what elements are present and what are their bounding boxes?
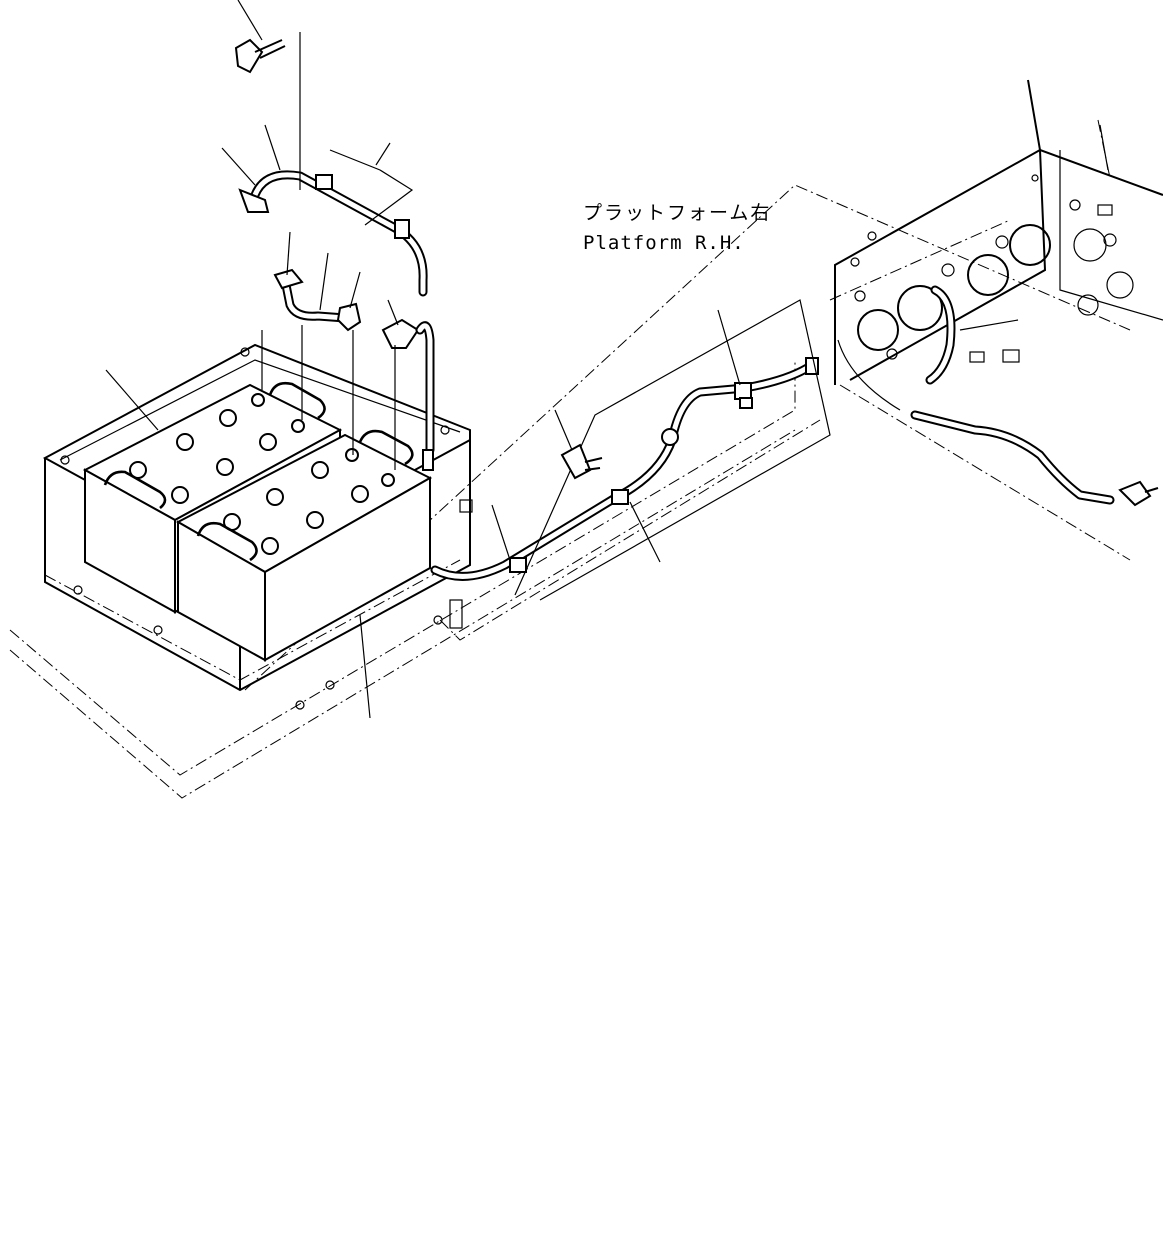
main-cable-run xyxy=(430,299,831,629)
platform-label-en: Platform R.H. xyxy=(583,232,745,254)
platform-label-jp: プラットフォーム右 xyxy=(583,202,772,224)
cab-panel xyxy=(834,79,1163,385)
jumper-cable-parts xyxy=(273,268,435,471)
leader-lines xyxy=(105,0,1109,719)
battery-right xyxy=(175,429,433,662)
panel-cable xyxy=(837,285,1159,507)
exploded-cable-top xyxy=(234,32,428,297)
